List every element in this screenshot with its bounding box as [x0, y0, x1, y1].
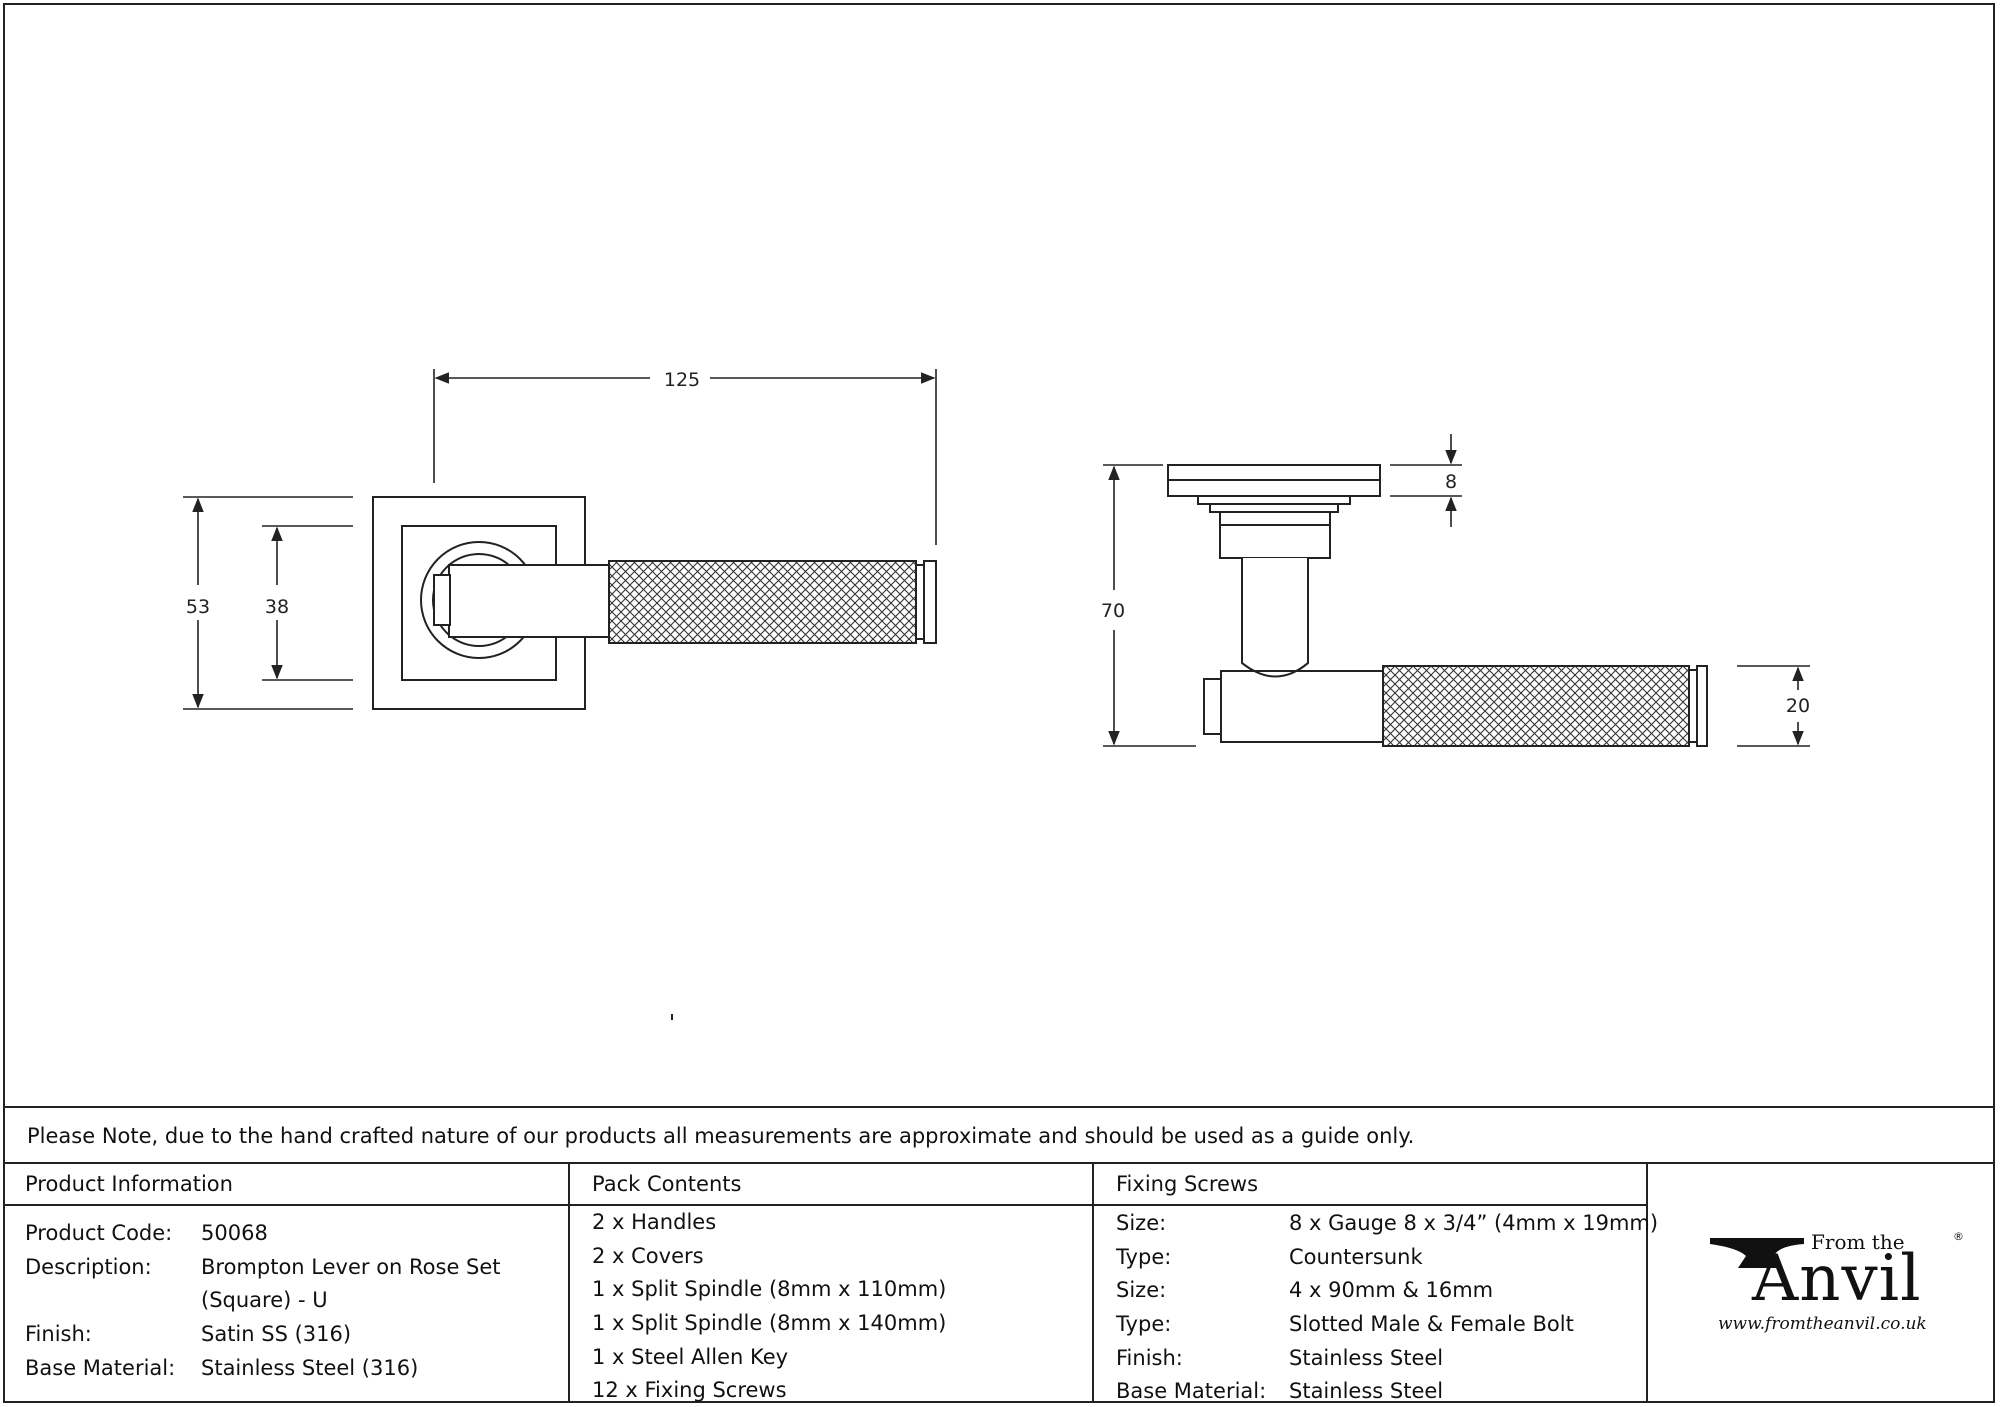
- product-row-key: Base Material:: [25, 1356, 176, 1380]
- product-info-header: Product Information: [3, 1162, 568, 1206]
- logo-registered-mark: ®: [1953, 1230, 1964, 1243]
- fixing-screws-header: Fixing Screws: [1094, 1162, 1646, 1206]
- measurement-note: Please Note, due to the hand crafted nat…: [27, 1124, 1415, 1148]
- product-row-key: Description:: [25, 1255, 152, 1279]
- info-table: Product Information Product Code: 50068 …: [3, 1162, 1995, 1403]
- logo-url: www.fromtheanvil.co.uk: [1718, 1314, 1927, 1334]
- dim-height-38: 38: [265, 596, 289, 618]
- pack-item: 12 x Fixing Screws: [592, 1378, 787, 1402]
- pack-item: 2 x Handles: [592, 1210, 717, 1234]
- screw-row-value: Countersunk: [1289, 1245, 1423, 1269]
- side-lever-neck: [1220, 670, 1384, 743]
- pack-contents-column: Pack Contents 2 x Handles 2 x Covers 1 x…: [570, 1162, 1094, 1403]
- product-info-heading: Product Information: [25, 1172, 233, 1196]
- side-dimensions: [1103, 434, 1810, 747]
- logo-from-the: From the: [1811, 1230, 1905, 1254]
- product-row-key: Product Code:: [25, 1221, 173, 1245]
- lever-grip-knurled: [608, 560, 917, 644]
- brand-logo: From the ® Anvil www.fromtheanvil.co.uk: [1708, 1230, 1968, 1340]
- technical-drawing: 125 53 38 70 8 20: [183, 369, 1810, 1020]
- product-row-value: (Square) - U: [201, 1288, 328, 1312]
- side-lever-end-cap: [1696, 665, 1708, 747]
- dim-height-53: 53: [186, 596, 210, 618]
- pack-item: 2 x Covers: [592, 1244, 704, 1268]
- screw-row-key: Size:: [1116, 1278, 1167, 1302]
- screw-row-value: Stainless Steel: [1289, 1379, 1444, 1403]
- screw-row-value: Slotted Male & Female Bolt: [1289, 1312, 1574, 1336]
- pack-contents-heading: Pack Contents: [592, 1172, 742, 1196]
- anvil-icon: [1710, 1238, 1804, 1268]
- dim-width-125: 125: [664, 369, 700, 391]
- product-row-key: Finish:: [25, 1322, 92, 1346]
- screw-row-key: Base Material:: [1116, 1379, 1267, 1403]
- side-view: [1167, 464, 1708, 747]
- dim-thickness-8: 8: [1445, 471, 1457, 493]
- pack-contents-header: Pack Contents: [570, 1162, 1092, 1206]
- fixing-screws-column: Fixing Screws Size: 8 x Gauge 8 x 3/4” (…: [1094, 1162, 1658, 1403]
- side-lever-grip-knurled: [1382, 665, 1690, 747]
- drawing-frame: [3, 3, 1995, 1403]
- dim-diameter-20: 20: [1786, 695, 1810, 717]
- dim-height-70: 70: [1101, 600, 1125, 622]
- front-dimensions: [183, 369, 937, 710]
- product-row-value: Satin SS (316): [201, 1322, 352, 1346]
- screw-row-value: 8 x Gauge 8 x 3/4” (4mm x 19mm): [1289, 1211, 1659, 1235]
- product-info-column: Product Information Product Code: 50068 …: [3, 1162, 570, 1403]
- pack-item: 1 x Split Spindle (8mm x 140mm): [592, 1311, 947, 1335]
- pack-item: 1 x Split Spindle (8mm x 110mm): [592, 1277, 947, 1301]
- screw-row-value: 4 x 90mm & 16mm: [1289, 1278, 1494, 1302]
- pack-item: 1 x Steel Allen Key: [592, 1345, 789, 1369]
- measurement-note-row: Please Note, due to the hand crafted nat…: [3, 1106, 1995, 1164]
- screw-row-key: Type:: [1116, 1245, 1172, 1269]
- front-view: [372, 496, 937, 710]
- lever-end-cap: [923, 560, 937, 644]
- side-collar: [1219, 511, 1331, 559]
- product-row-value: 50068: [201, 1221, 268, 1245]
- lever-neck: [448, 564, 610, 638]
- logo-column: From the ® Anvil www.fromtheanvil.co.uk: [1648, 1162, 1995, 1403]
- screw-row-value: Stainless Steel: [1289, 1346, 1444, 1370]
- product-row-value: Brompton Lever on Rose Set: [201, 1255, 501, 1279]
- logo-brand-name: Anvil: [1752, 1242, 1922, 1316]
- screw-row-key: Finish:: [1116, 1346, 1183, 1370]
- fixing-screws-heading: Fixing Screws: [1116, 1172, 1259, 1196]
- screw-row-key: Size:: [1116, 1211, 1167, 1235]
- product-row-value: Stainless Steel (316): [201, 1356, 419, 1380]
- side-stem: [1241, 558, 1309, 678]
- screw-row-key: Type:: [1116, 1312, 1172, 1336]
